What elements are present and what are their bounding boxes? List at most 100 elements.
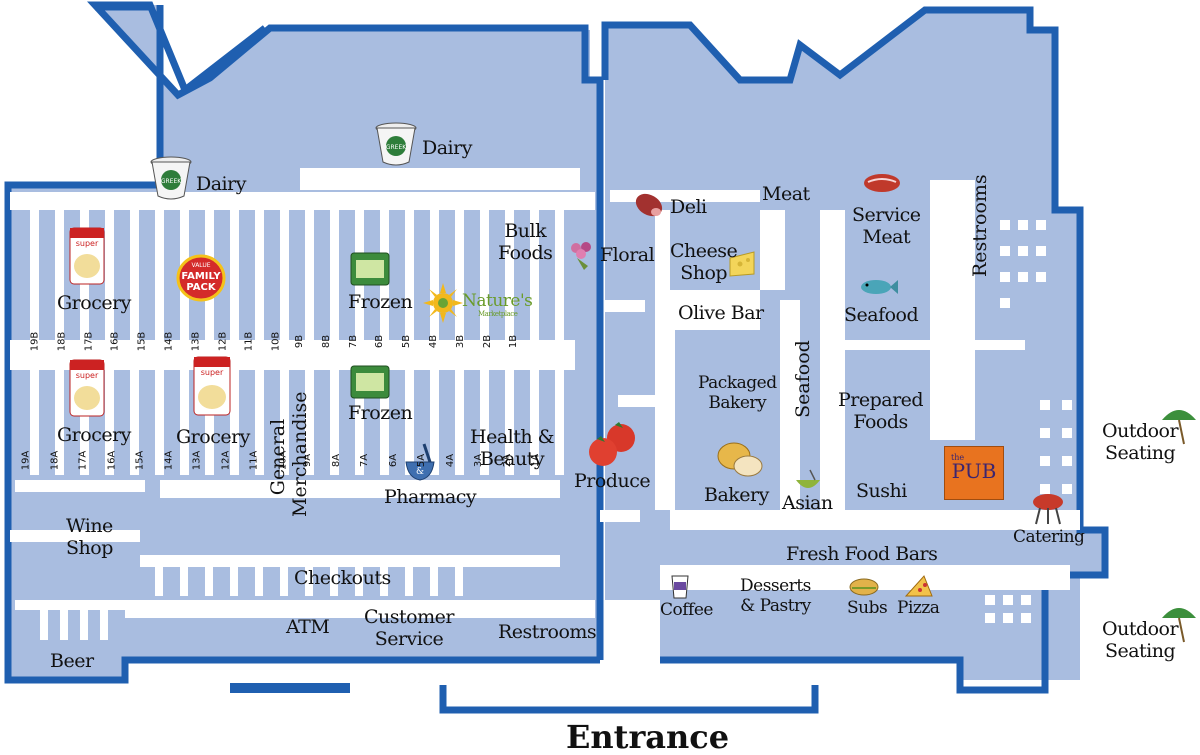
pizza-label: Pizza (897, 598, 940, 618)
checkout-lane (330, 560, 338, 596)
coffee-cup-icon (668, 568, 692, 600)
dairy-walkway (300, 168, 580, 190)
walkway (600, 510, 640, 522)
shop-line: Shop (680, 262, 728, 284)
foods-line: Foods (498, 242, 553, 264)
aisle-shelf (405, 210, 414, 340)
outdoor-line: Outdoor (1102, 420, 1179, 442)
desserts-line: Desserts (740, 576, 811, 596)
subs-label: Subs (847, 598, 888, 618)
aisle-label: 6A (387, 453, 399, 468)
aisle-label: 5B (401, 334, 413, 349)
seating-table (1092, 620, 1100, 632)
cross-aisle (160, 480, 560, 498)
frozen-bag-icon (350, 252, 390, 286)
walkway (665, 330, 675, 510)
aisle-shelf (130, 370, 139, 475)
aisle-shelf (155, 210, 164, 340)
aisle-label: 13A (191, 450, 203, 471)
seating-table (1092, 640, 1100, 652)
outdoor-line-2: Outdoor (1102, 618, 1179, 640)
checkout-lane (430, 560, 438, 596)
seating-table (1040, 456, 1050, 466)
seating-table (1040, 400, 1050, 410)
restrooms-vertical-label: Restrooms (969, 174, 991, 277)
aisle-shelf (330, 210, 339, 340)
grocery-label-2: Grocery (57, 424, 131, 446)
aisle-shelf (380, 370, 389, 475)
aisle-shelf (255, 370, 264, 475)
aisle-shelf (105, 370, 114, 475)
aisle-shelf (405, 370, 414, 475)
aisle-label: 15B (136, 331, 148, 352)
seating-table (1018, 272, 1028, 282)
aisle-shelf (230, 210, 239, 340)
aisle-label: 6B (374, 334, 386, 349)
aisle-label: 15A (134, 450, 146, 471)
seating-table (985, 595, 995, 605)
svg-text:VALUE: VALUE (191, 262, 210, 269)
cheese-icon (726, 248, 758, 280)
aisle-shelf (555, 370, 564, 475)
umbrella-icon (1160, 406, 1198, 446)
pub-the-text: the (951, 453, 965, 462)
aisle-label: 4B (428, 334, 440, 349)
aisle-shelf (155, 370, 164, 475)
bulk-line: Bulk (504, 220, 547, 242)
aisle-label: 18B (56, 331, 68, 352)
beer-shelf (40, 605, 48, 640)
cross-aisle (10, 530, 140, 542)
seating-table (1040, 484, 1050, 494)
aisle-shelf (555, 210, 564, 340)
aisle-label: 9B (294, 334, 306, 349)
checkout-lane (255, 560, 263, 596)
service-line: Service (852, 204, 921, 226)
checkout-lane (380, 560, 388, 596)
wine-line: Wine (66, 515, 113, 537)
aisle-label: 9A (302, 453, 314, 468)
deli-salami-icon (632, 190, 666, 220)
steak-icon (862, 172, 902, 194)
svg-text:FAMILY: FAMILY (181, 271, 221, 282)
dairy-icon: GREEK (150, 156, 192, 200)
svg-text:super: super (201, 368, 224, 377)
frozen-bag-icon (350, 365, 390, 399)
umbrella-icon (1160, 604, 1198, 644)
walkway (618, 395, 658, 407)
aisle-shelf (80, 370, 89, 475)
bread-icon (714, 440, 764, 480)
aisle-shelf (505, 370, 514, 475)
aisle-shelf (280, 210, 289, 340)
seating-table (1092, 660, 1100, 672)
front-walkway (125, 600, 595, 618)
seating-table (985, 613, 995, 623)
aisle-label: 11B (243, 331, 255, 352)
pasta-bag-icon: super (68, 358, 106, 418)
cheese-line: Cheese (670, 240, 738, 262)
walkway (820, 210, 845, 530)
frozen-label-2: Frozen (348, 402, 413, 424)
pharmacy-label: Pharmacy (384, 486, 477, 508)
aisle-shelf (430, 370, 439, 475)
seating-table (1000, 246, 1010, 256)
aisle-label: 17B (82, 331, 94, 352)
aisle-shelf (255, 210, 264, 340)
aisle-shelf (480, 370, 489, 475)
entrance-label: Entrance (566, 718, 730, 755)
svg-text:&: & (416, 467, 424, 477)
aisle-label: 12A (219, 450, 231, 471)
service-line-2: Service (374, 628, 444, 650)
aisle-label: 4A (444, 453, 456, 468)
seating-table (1000, 272, 1010, 282)
seating-line-2: Seating (1104, 640, 1176, 662)
aisle-label: 19B (29, 331, 41, 352)
pub-logo: the PUB (944, 446, 1004, 500)
coffee-label: Coffee (660, 600, 713, 620)
